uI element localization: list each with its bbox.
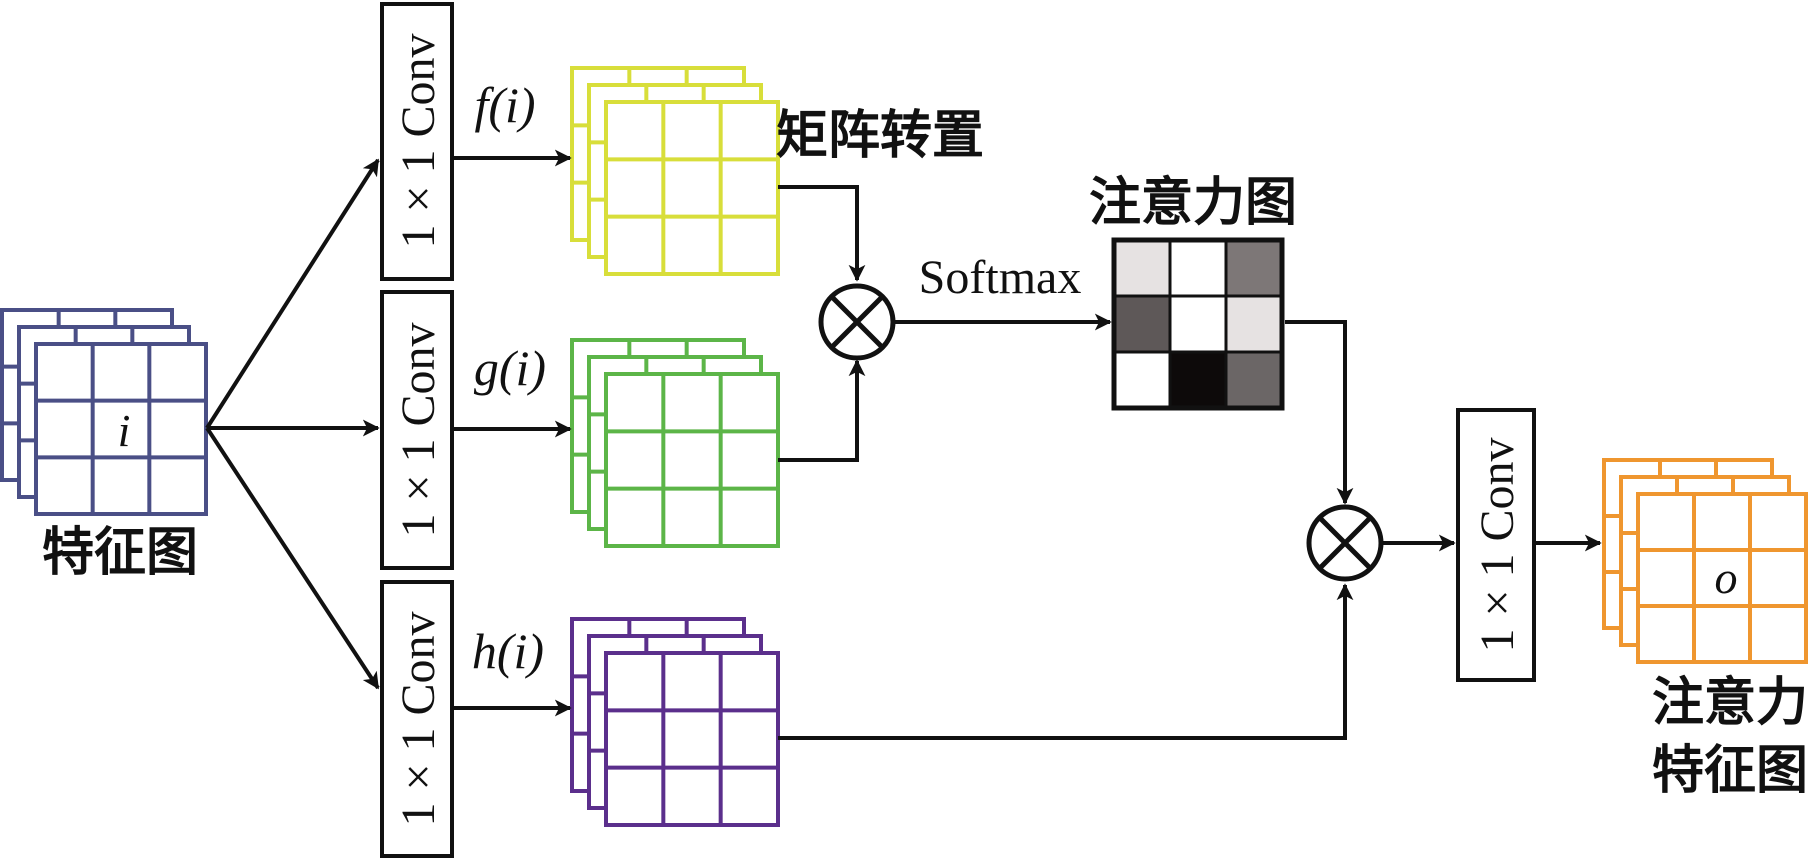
output-position-label: o: [1715, 552, 1738, 603]
grid-layer: [34, 342, 208, 516]
g-feature-stack: [570, 338, 780, 548]
attention-map-border: [1111, 237, 1285, 411]
input-feature-map-label: 特征图: [42, 523, 198, 583]
conv-box-g: 1 × 1 Conv: [380, 290, 454, 570]
connectors: [205, 149, 1602, 740]
grid-layer: [604, 100, 780, 276]
circle-times-icon: [1318, 516, 1372, 570]
attention-cell: [1168, 294, 1228, 354]
input-position-label: i: [118, 405, 131, 456]
input-feature-map-stack: [0, 308, 208, 516]
arrow-h-to-multiply2: [778, 583, 1354, 740]
arrow-input-to-conv-f: [205, 158, 380, 430]
attention-map-grid: [1111, 237, 1285, 411]
conv-box-output: 1 × 1 Conv: [1456, 408, 1536, 682]
grid-layer: [1636, 492, 1808, 664]
conv-label-g: 1 × 1 Conv: [392, 322, 445, 537]
g-label: g(i): [474, 340, 546, 396]
arrow-input-to-conv-h: [205, 426, 380, 690]
attention-cell: [1168, 350, 1228, 410]
f-feature-stack: [570, 66, 780, 276]
attention-cell: [1112, 238, 1172, 298]
attention-cell: [1224, 350, 1284, 410]
attention-map-label: 注意力图: [1089, 173, 1297, 233]
output-feature-stack: [1602, 458, 1808, 664]
softmax-label: Softmax: [919, 251, 1082, 304]
grid-layer: [604, 372, 780, 548]
transpose-label: 矩阵转置: [776, 106, 984, 166]
attention-cell: [1168, 238, 1228, 298]
conv-label-output: 1 × 1 Conv: [1471, 437, 1524, 652]
conv-label-h: 1 × 1 Conv: [392, 611, 445, 826]
circle-times-icon: [830, 295, 884, 349]
attention-cell: [1112, 294, 1172, 354]
conv-box-h: 1 × 1 Conv: [380, 580, 454, 858]
output-label-line2: 特征图: [1652, 741, 1808, 801]
grid-layer: [604, 651, 780, 827]
conv-label-f: 1 × 1 Conv: [392, 33, 445, 248]
attention-cell: [1224, 294, 1284, 354]
multiply-node-1: [818, 283, 896, 361]
arrow-g-to-multiply1: [778, 359, 866, 462]
h-feature-stack: [570, 617, 780, 827]
conv-box-f: 1 × 1 Conv: [380, 2, 454, 281]
attention-cell: [1224, 238, 1284, 298]
attention-cell: [1112, 350, 1172, 410]
output-label-line1: 注意力: [1652, 673, 1808, 733]
f-label: f(i): [474, 77, 535, 133]
h-label: h(i): [472, 623, 544, 679]
arrow-f-to-multiply1: [778, 185, 866, 282]
multiply-node-2: [1306, 504, 1384, 582]
arrow-attention-to-multiply2: [1285, 320, 1354, 505]
